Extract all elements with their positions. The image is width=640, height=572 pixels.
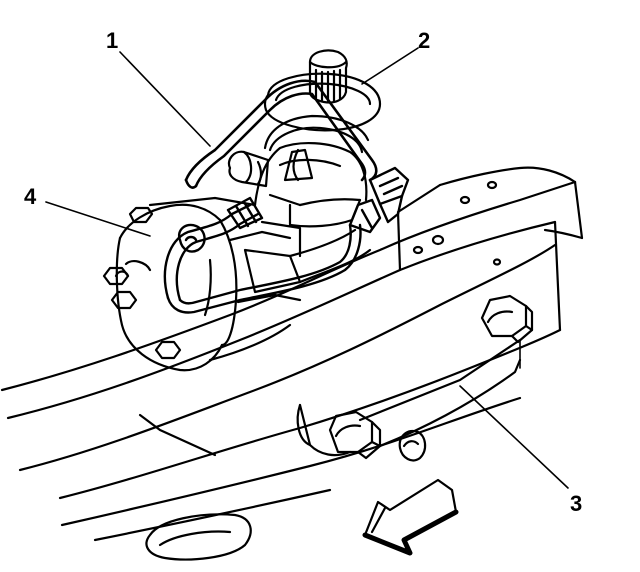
- retaining-wire-clip: [184, 79, 378, 189]
- input-shaft-seal: [263, 49, 382, 132]
- leader-lines: [45, 47, 569, 489]
- pressure-lines: [163, 166, 410, 314]
- callout-2: 2: [418, 28, 431, 53]
- steering-gear-housing: [102, 114, 372, 372]
- frame-rail: [0, 166, 584, 561]
- callout-4: 4: [24, 184, 37, 209]
- callout-1: 1: [106, 28, 119, 53]
- callout-3: 3: [570, 491, 583, 516]
- direction-arrow-icon: [362, 478, 459, 556]
- frame-bolts: [328, 294, 534, 460]
